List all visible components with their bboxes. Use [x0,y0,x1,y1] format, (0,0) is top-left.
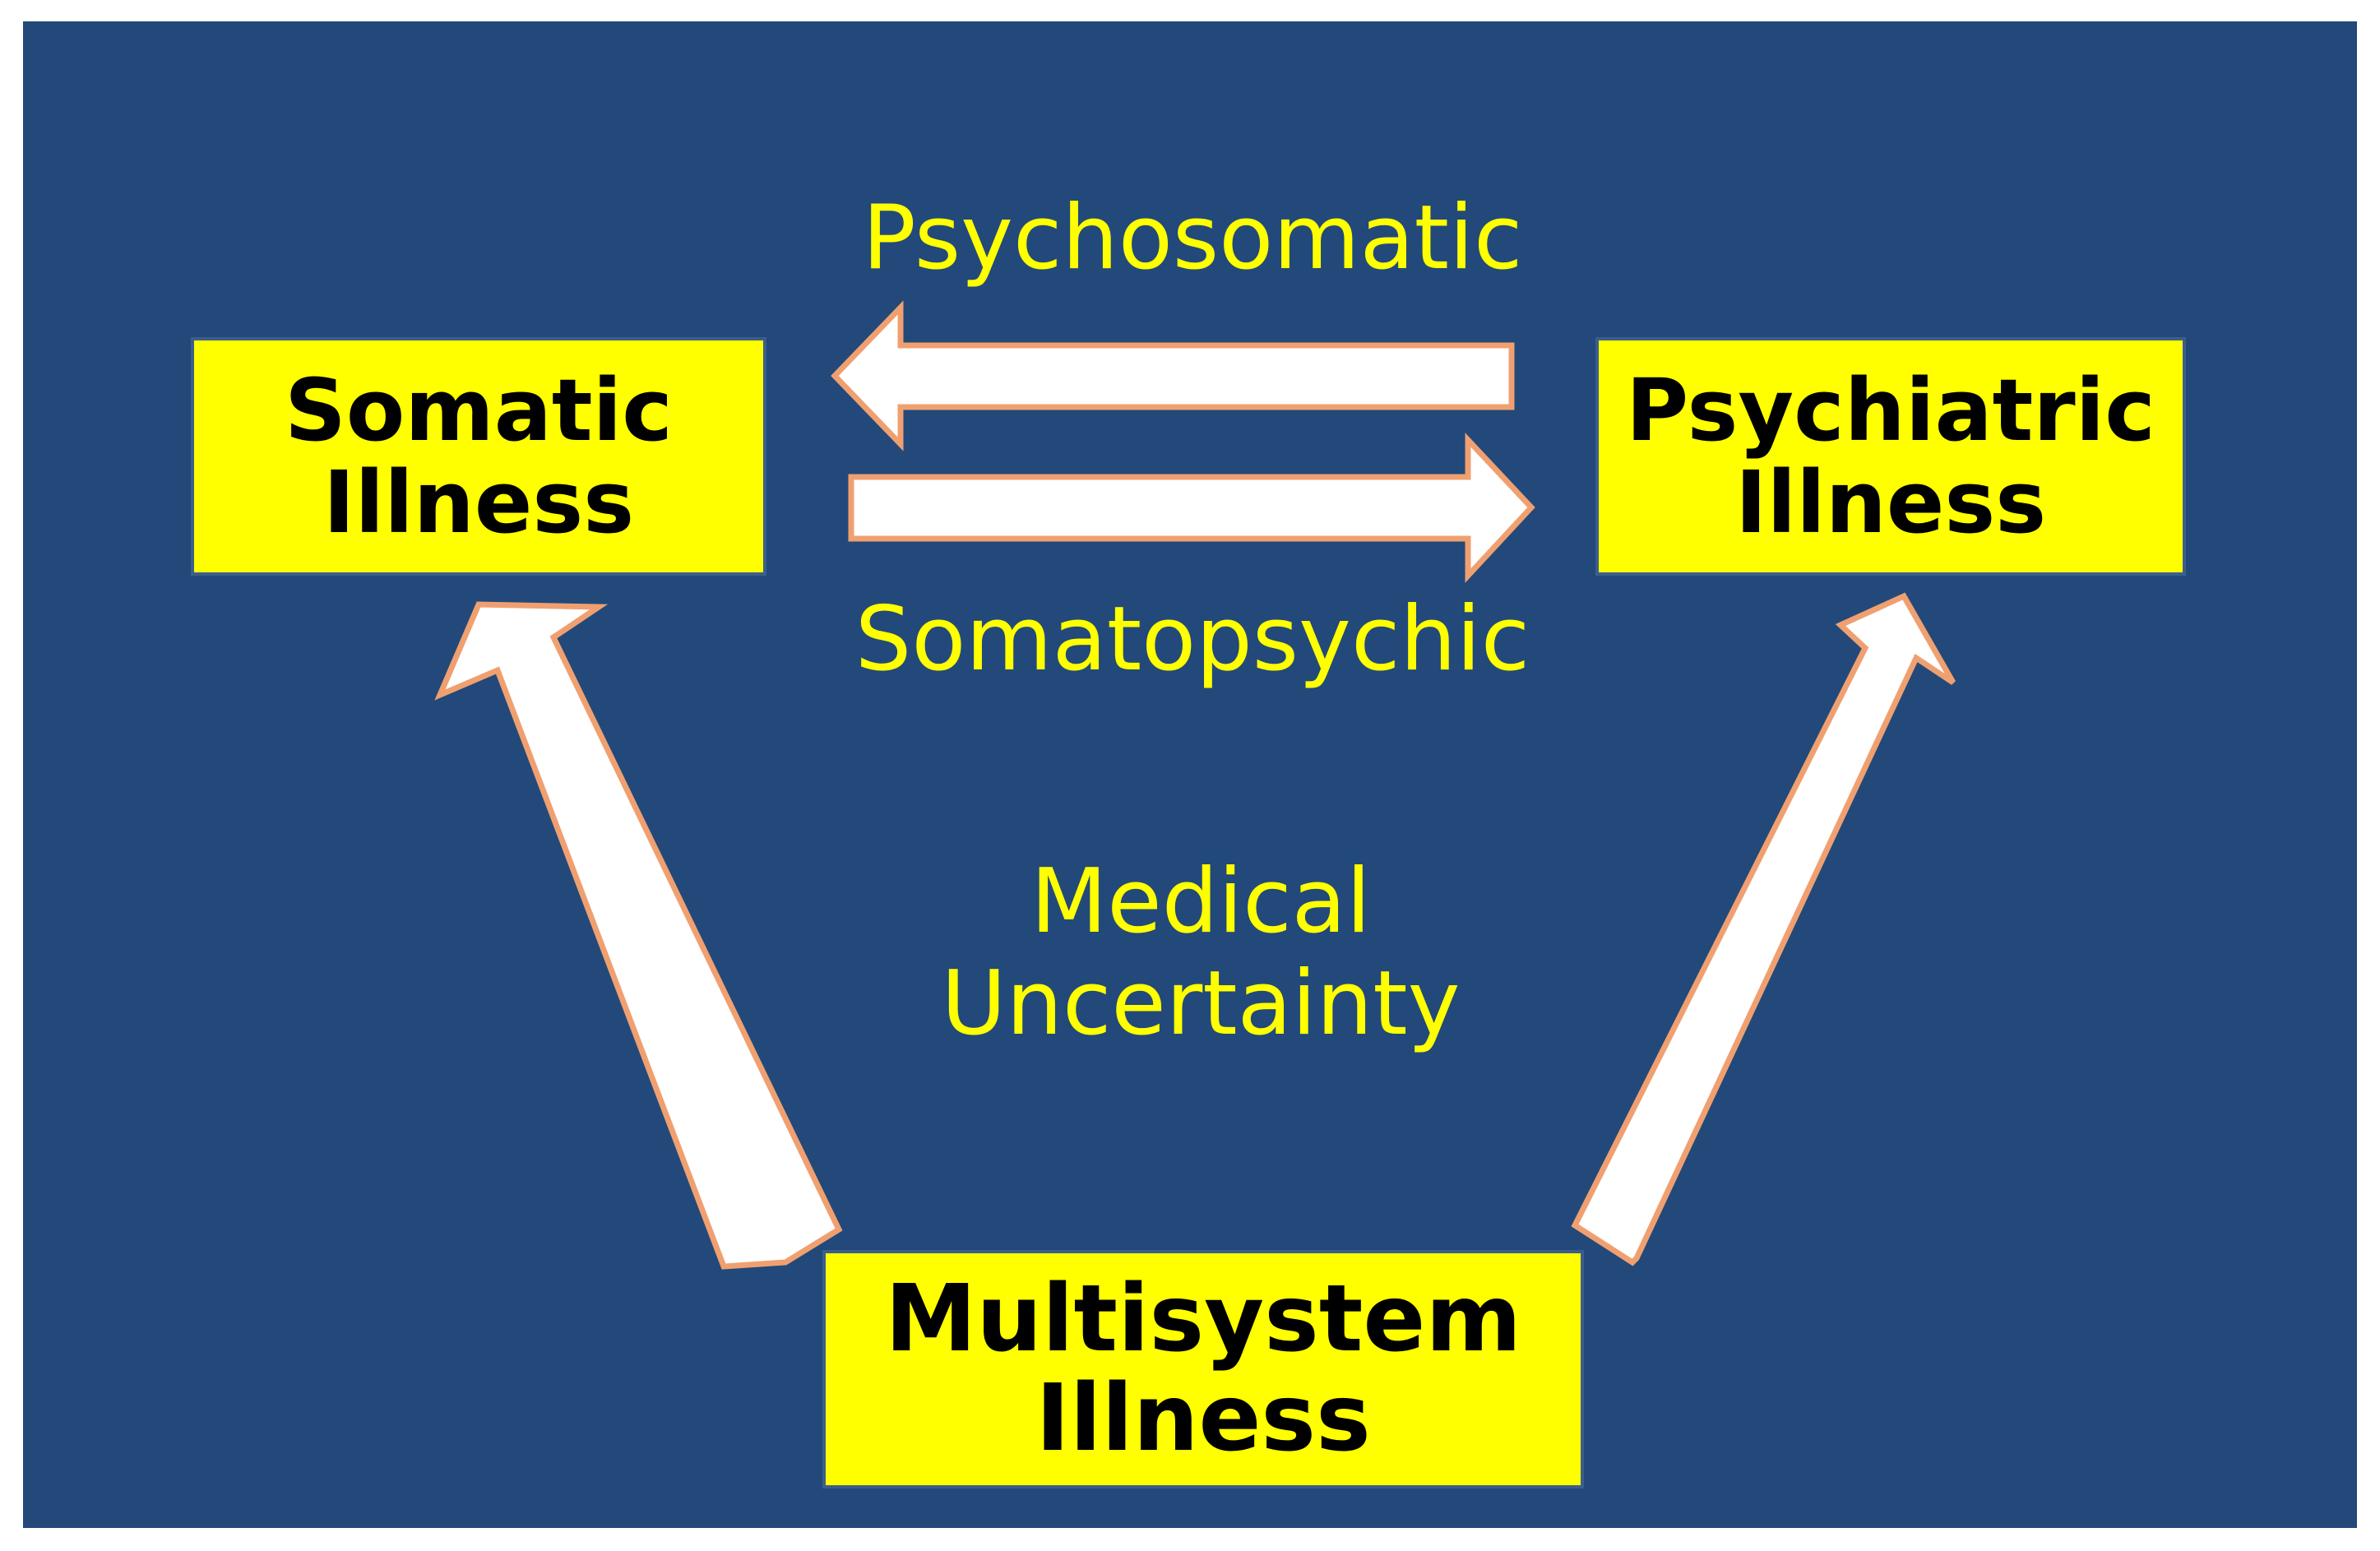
medical-uncertainty-line1: Medical [1030,850,1371,953]
psychosomatic-arrow [831,300,1515,451]
medical-uncertainty-label: Medical Uncertainty [839,850,1563,1056]
medical-uncertainty-line2: Uncertainty [941,952,1461,1056]
somatic-illness-line2: Illness [322,452,635,553]
multisystem-to-somatic-arrow [434,601,843,1270]
somatopsychic-arrow [848,433,1535,583]
psychiatric-illness-box: Psychiatric Illness [1595,337,2186,576]
multisystem-illness-line1: Multisystem [884,1266,1522,1373]
psychiatric-illness-line2: Illness [1734,452,2047,553]
multisystem-to-psychiatric-arrow [1571,592,1956,1266]
somatopsychic-label: Somatopsychic [854,588,1530,691]
somatic-illness-box: Somatic Illness [191,337,766,576]
somatic-illness-line1: Somatic [285,359,673,461]
multisystem-illness-line2: Illness [1035,1365,1371,1472]
multisystem-illness-box: Multisystem Illness [822,1250,1584,1488]
psychiatric-illness-line1: Psychiatric [1626,359,2155,461]
psychosomatic-label: Psychosomatic [862,187,1523,289]
